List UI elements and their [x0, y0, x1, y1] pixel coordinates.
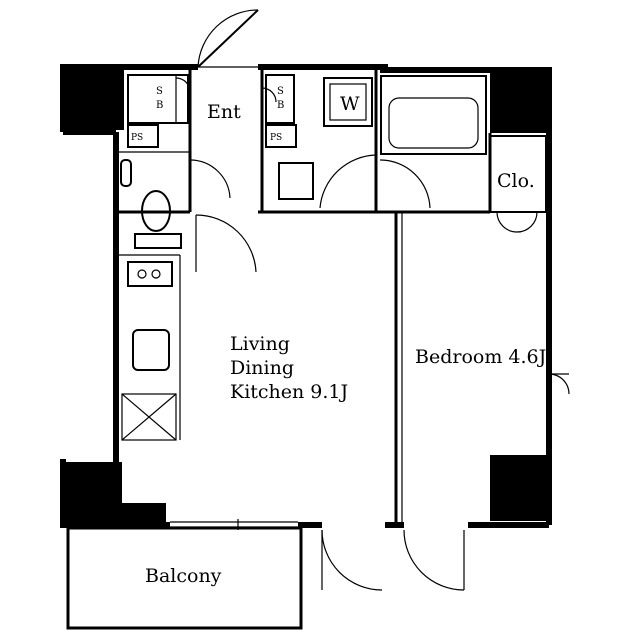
bathroom — [379, 75, 487, 209]
ldk-label-living: Living — [230, 333, 290, 355]
exterior-wall-top-right — [380, 67, 552, 525]
column-top-right — [490, 73, 546, 133]
shoebox-left — [127, 74, 189, 124]
exterior-wall-top-left — [60, 64, 198, 132]
shoebox-right — [265, 74, 295, 124]
toilet-room — [120, 159, 231, 249]
shoebox-right-label-s: S — [277, 86, 284, 97]
closet-label: Clo. — [497, 170, 535, 192]
closet-outline — [489, 135, 547, 213]
kitchen-counter — [121, 261, 177, 441]
shoebox-left-door-swing — [175, 77, 191, 93]
balcony-outline — [66, 526, 303, 630]
storage-cabinets: S B PS S B PS — [127, 74, 297, 148]
kitchen-sink — [132, 329, 170, 371]
balcony-label: Balcony — [145, 565, 222, 587]
entrance-label: Ent — [207, 101, 241, 123]
exterior-walls — [60, 64, 552, 528]
exterior-wall-bottom-left — [60, 459, 170, 528]
ldk-label-dining: Dining — [230, 357, 294, 379]
interior-walls — [116, 70, 492, 525]
shoebox-right-label-b: B — [277, 100, 284, 111]
wash-door-swing — [319, 154, 377, 209]
pipe-space-right — [265, 124, 297, 148]
washer-label: W — [340, 93, 360, 115]
shoebox-left-label-s: S — [156, 86, 163, 97]
column-bottom-right — [490, 455, 546, 521]
bathtub-outer — [380, 75, 487, 155]
bath-door-swing — [379, 159, 431, 209]
stove-top — [127, 261, 173, 287]
bathtub-inner — [388, 97, 479, 149]
washroom: W — [278, 77, 377, 212]
bedroom-label: Bedroom 4.6J — [415, 346, 546, 368]
closet-door-swing-left — [496, 211, 518, 233]
toilet-tank — [134, 233, 182, 249]
entrance-door-swing — [197, 9, 259, 68]
toilet-door-swing — [189, 159, 231, 199]
ldk-label-kitchen: Kitchen 9.1J — [230, 381, 348, 403]
ldk-door-swing — [195, 214, 257, 273]
closet: Clo. — [489, 135, 547, 233]
shoebox-right-door-swing — [261, 87, 277, 103]
toilet-paper-holder — [120, 159, 132, 187]
washer-frame — [323, 77, 373, 127]
bottom-door-1-swing — [321, 529, 383, 591]
refrigerator-space — [121, 393, 177, 441]
structural-columns — [66, 70, 546, 522]
stove-burner-1 — [137, 269, 147, 279]
wash-basin — [278, 162, 314, 200]
column-top-left — [66, 70, 124, 130]
column-bottom-left — [66, 462, 166, 522]
entrance-door[interactable] — [197, 9, 259, 68]
entrance-door-leaf — [197, 9, 259, 68]
closet-door-swing-right — [516, 211, 538, 233]
balcony: Balcony — [66, 526, 303, 630]
pipe-space-left — [127, 124, 159, 148]
refrigerator-cross-2 — [121, 393, 177, 441]
pipe-space-left-label: PS — [131, 133, 143, 143]
bottom-door-2-swing — [403, 529, 465, 591]
toilet-bowl — [141, 190, 171, 232]
shoebox-left-label-b: B — [156, 100, 163, 111]
washer-inner — [329, 83, 367, 121]
pipe-space-right-label: PS — [270, 133, 282, 143]
stove-burner-2 — [151, 269, 161, 279]
